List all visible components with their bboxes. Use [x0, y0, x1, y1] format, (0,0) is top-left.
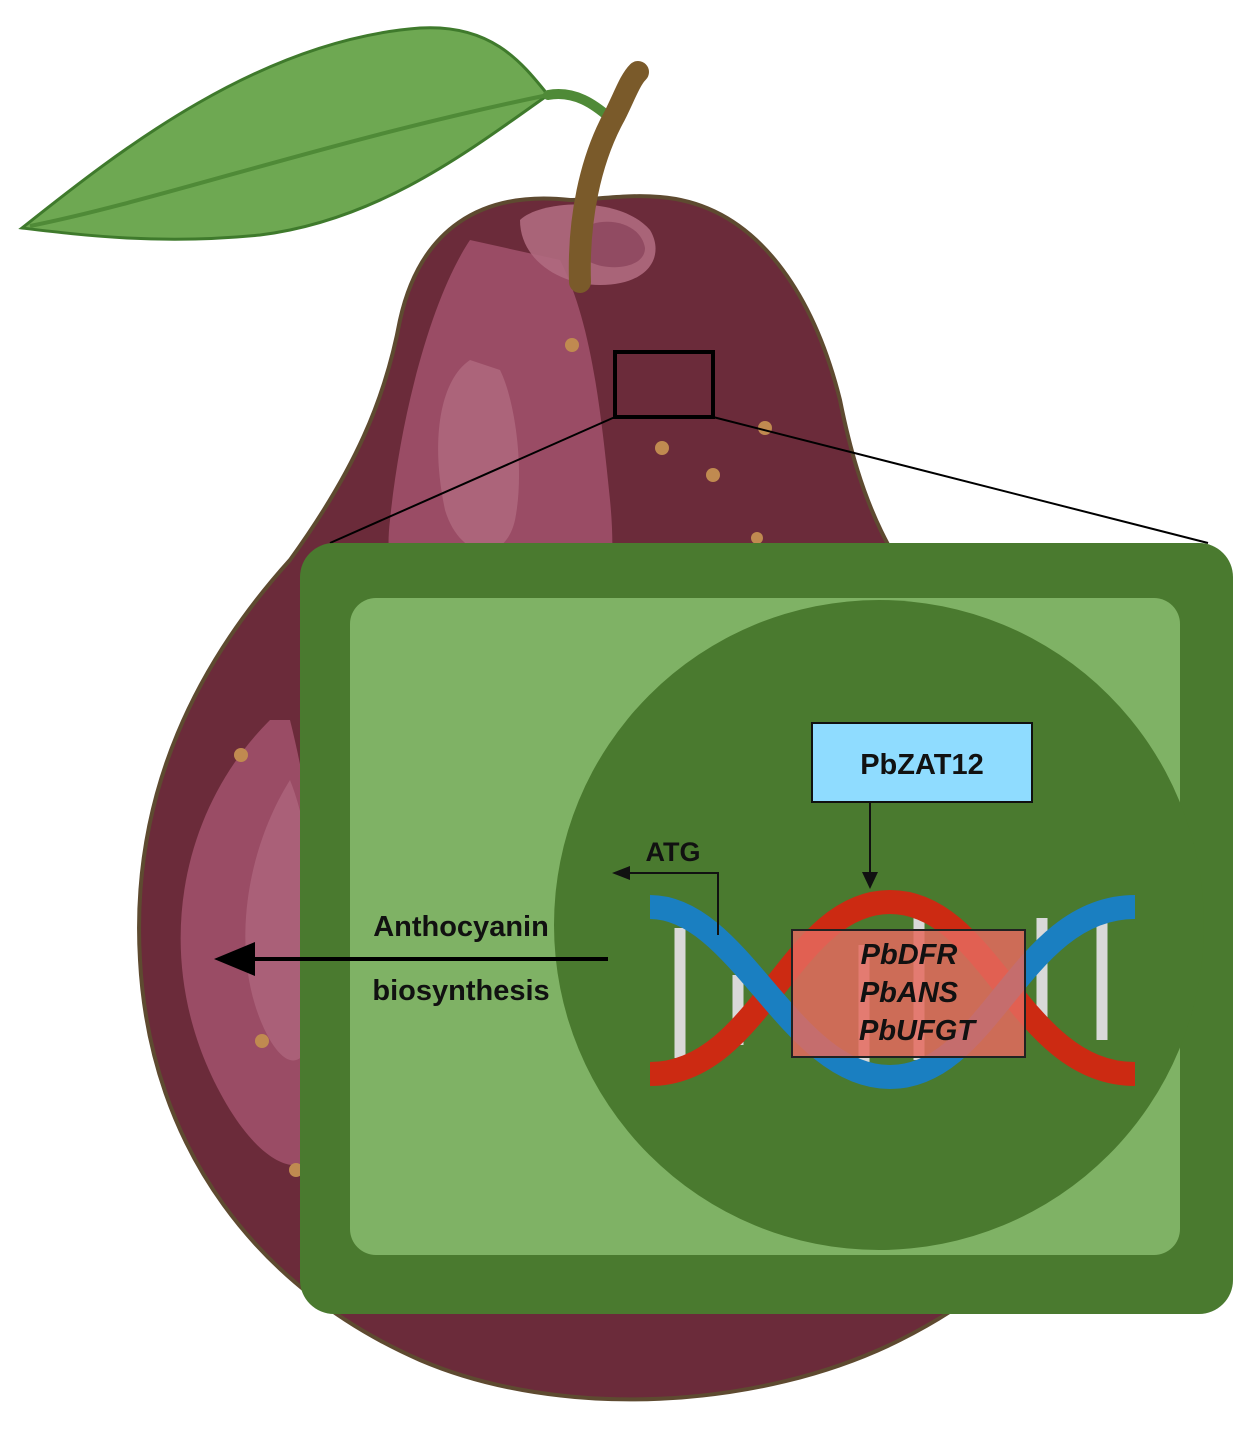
atg-label: ATG	[646, 837, 701, 867]
tf-binding-arrowhead	[862, 872, 878, 889]
pathway-label-line2: biosynthesis	[372, 975, 549, 1007]
zoom-line-right	[712, 416, 1209, 544]
gene-pbans-label: PbANS	[860, 977, 959, 1009]
transcription-factor-label: PbZAT12	[860, 749, 984, 781]
dna-strand-blue	[649, 895, 1136, 1090]
nucleus	[554, 600, 1204, 1250]
dna-strand-red	[649, 889, 1136, 1086]
atg-start-arrow	[628, 872, 719, 935]
pathway-label-line1: Anthocyanin	[373, 911, 549, 943]
zoom-line-left	[329, 416, 616, 544]
atg-arrowhead	[612, 866, 630, 880]
gene-pbufgt-label: PbUFGT	[859, 1015, 977, 1047]
zoom-region-box	[613, 350, 715, 419]
biosynthesis-arrowhead	[214, 942, 255, 976]
gene-pbdfr-label: PbDFR	[861, 939, 958, 971]
pear-stem	[568, 61, 649, 293]
transcription-factor-box	[811, 722, 1033, 803]
target-genes-box	[791, 929, 1026, 1058]
